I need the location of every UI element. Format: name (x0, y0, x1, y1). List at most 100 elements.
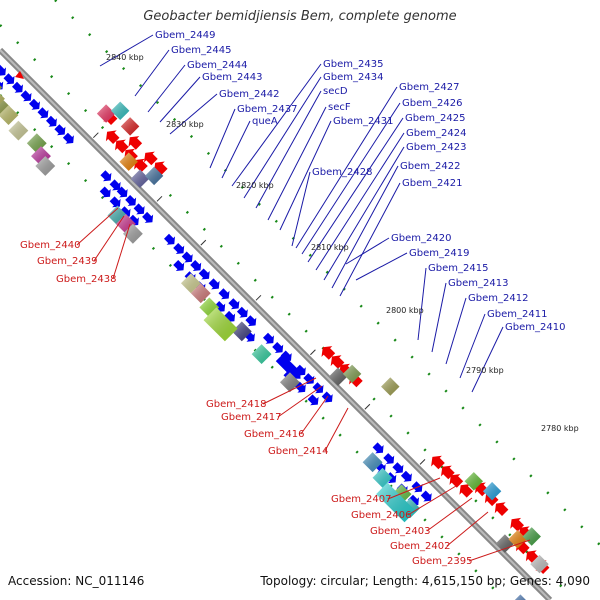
plus-gene-arrow (236, 306, 248, 318)
minus-cog-block-shade (328, 367, 348, 386)
plus-cog-block-shade (8, 120, 29, 141)
label-leader (262, 377, 317, 405)
genome-backbone-highlight (0, 49, 551, 600)
plus-gene-arrow (109, 196, 121, 208)
plus-cog-block-shade (376, 482, 416, 523)
gene-label-plus: secF (328, 102, 351, 113)
label-leader (221, 120, 251, 179)
label-leader (147, 64, 186, 113)
tick-label: 2820 kbp (236, 181, 274, 190)
plus-cog-block-shade (190, 283, 211, 304)
plus-cog-block-shade (362, 452, 383, 473)
tick-label: 2810 kbp (311, 243, 349, 252)
tick-mark (364, 403, 371, 410)
plus-cog-block-shade (0, 93, 5, 104)
plus-cog-block-shade (181, 273, 201, 294)
minus-gene-arrow (128, 136, 143, 150)
label-leader (323, 146, 405, 281)
label-leader (301, 102, 401, 255)
minus-gene-arrow (459, 484, 474, 498)
label-leader (159, 76, 201, 123)
label-leader (315, 132, 405, 271)
label-leader (307, 117, 404, 263)
plus-cog-block-shade (35, 156, 56, 176)
gene-label-plus: Gbem_2428 (312, 167, 372, 178)
gene-label-plus: Gbem_2426 (402, 98, 462, 109)
plus-gene-arrow (100, 170, 112, 182)
plus-gene-arrow (303, 373, 315, 385)
label-leader (331, 165, 399, 289)
label-leader (387, 477, 441, 500)
plus-gene-arrow (37, 107, 49, 119)
tick-mark (255, 294, 262, 301)
plus-gene-arrow (383, 453, 395, 464)
gene-label-plus: Gbem_2422 (400, 161, 460, 172)
label-leader (255, 90, 322, 209)
plus-gene-arrow (420, 490, 432, 502)
gene-label-plus: Gbem_2420 (391, 233, 451, 244)
tick-label: 2830 kbp (166, 120, 204, 129)
origin-marker (15, 71, 24, 79)
label-leader (446, 511, 489, 547)
minus-cog-block-shade (130, 169, 150, 188)
plus-cog-block-shade (514, 594, 526, 600)
gene-label-minus: Gbem_2403 (370, 526, 430, 537)
plus-gene-arrow (133, 203, 145, 215)
plus-gene-arrow (119, 206, 131, 218)
tick-label: 2840 kbp (106, 53, 144, 62)
plus-gene-arrow (218, 288, 230, 300)
label-leader (112, 223, 131, 280)
plus-gene-arrow (181, 251, 193, 263)
tick-mark (156, 195, 163, 202)
label-leader (324, 407, 349, 452)
label-leader (279, 120, 332, 231)
plus-gene-arrow (128, 214, 139, 226)
minus-gene-arrow (321, 346, 336, 360)
plus-gene-arrow (208, 278, 220, 290)
label-leader (76, 207, 119, 246)
plus-gene-arrow (400, 470, 412, 482)
plus-gene-arrow (0, 64, 6, 76)
minus-gene-arrow (115, 139, 129, 154)
gene-label-minus: Gbem_2395 (412, 556, 472, 567)
minus-cog-block-shade (530, 554, 549, 574)
label-leader (134, 49, 170, 97)
gene-label-plus: Gbem_2444 (187, 60, 247, 71)
plus-gene-arrow (125, 195, 137, 206)
label-leader (459, 313, 486, 379)
label-leader (209, 108, 236, 169)
map-title: Geobacter bemidjiensis Bem, complete gen… (143, 9, 457, 24)
label-leader (231, 63, 322, 187)
minus-cog-block-shade (120, 117, 140, 136)
plus-cog-block-shade (116, 214, 136, 234)
label-leader (417, 267, 427, 341)
plus-gene-arrow (99, 186, 111, 198)
minus-gene-arrow (494, 502, 509, 516)
gene-label-minus: Gbem_2438 (56, 274, 116, 285)
label-leader (93, 215, 125, 262)
tick-mark (92, 132, 99, 139)
minus-gene-arrow (431, 455, 445, 470)
gene-label-plus: Gbem_2449 (155, 30, 215, 41)
plus-gene-arrow (307, 394, 319, 406)
plus-gene-arrow (280, 350, 292, 362)
plus-gene-arrow (164, 233, 175, 245)
plus-gene-arrow (275, 354, 301, 379)
gene-label-plus: Gbem_2411 (487, 309, 547, 320)
label-leader (471, 326, 504, 393)
minus-cog-block-shade (111, 101, 130, 120)
label-leader (295, 86, 398, 249)
label-leader (339, 182, 401, 297)
minus-gene-arrow (105, 130, 120, 144)
gene-label-plus: Gbem_2437 (237, 104, 297, 115)
minus-gene-arrow (449, 474, 464, 488)
minus-gene-arrow (144, 151, 158, 166)
plus-cog-block-shade (372, 467, 393, 488)
plus-gene-arrow (263, 332, 274, 344)
gene-label-plus: Gbem_2431 (333, 116, 393, 127)
label-leader (431, 282, 447, 353)
gene-label-minus: Gbem_2418 (206, 399, 266, 410)
gene-label-plus: Gbem_2427 (399, 82, 459, 93)
